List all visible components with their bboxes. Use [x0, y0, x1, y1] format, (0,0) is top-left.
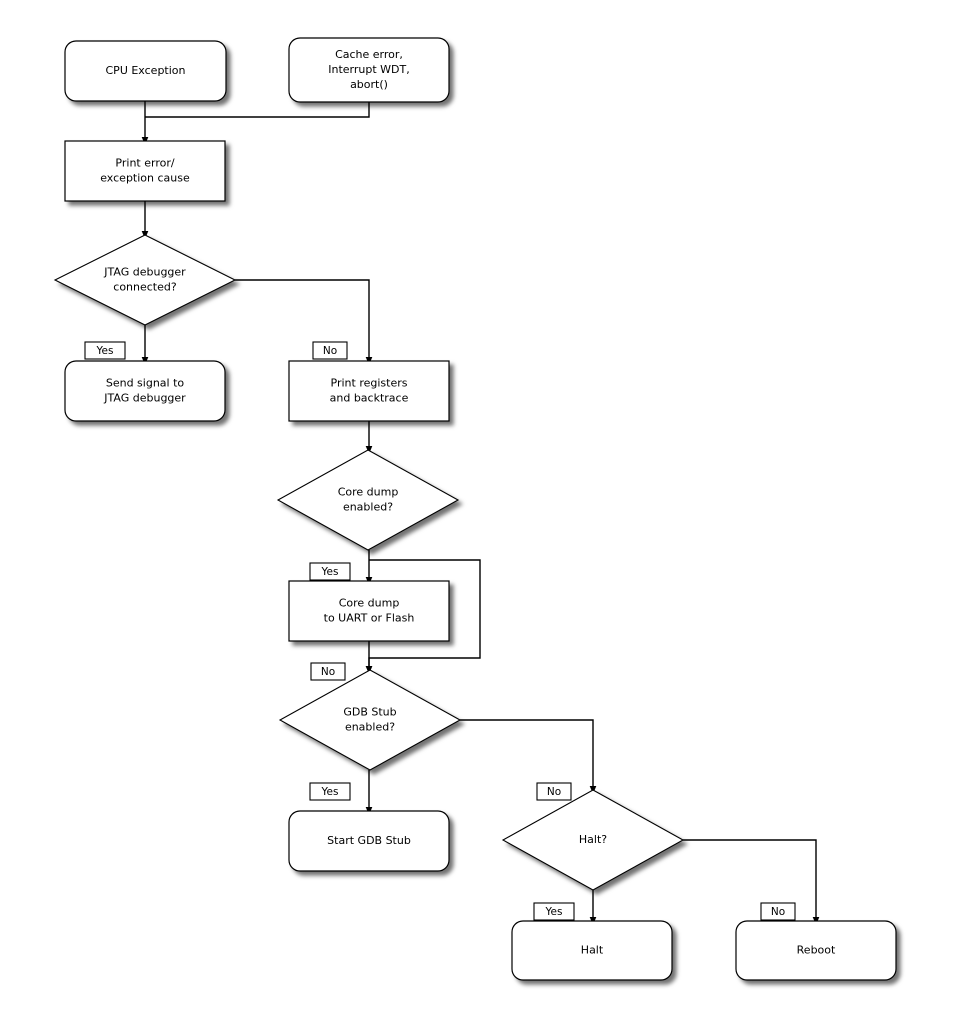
edge-label-text: No — [771, 906, 785, 918]
node-cpu_exception[interactable]: CPU Exception — [64, 40, 227, 102]
node-label: Halt — [581, 944, 604, 957]
edge-label-text: No — [323, 345, 337, 357]
edge-label-box — [536, 782, 572, 801]
node-print_error[interactable]: Print error/exception cause — [64, 140, 226, 202]
edge-label-box — [84, 341, 126, 360]
edge-label-box — [309, 562, 351, 581]
connector-e-gdb-no — [460, 719, 597, 795]
node-cache_error[interactable]: Cache error,Interrupt WDT,abort() — [288, 37, 450, 103]
decision-shape — [276, 449, 460, 551]
terminal-shape — [511, 920, 673, 981]
process-shape — [288, 580, 450, 642]
node-label: Start GDB Stub — [327, 834, 411, 847]
terminal-shape — [288, 810, 450, 872]
edge-label-text: Yes — [545, 906, 563, 918]
edges-layer — [141, 101, 820, 926]
edge-label-box — [312, 341, 348, 360]
edge-label-box — [309, 782, 351, 801]
edge-label-text: Yes — [321, 566, 339, 578]
edge-label-text: Yes — [96, 345, 114, 357]
nodes-layer: CPU Exception Cache error,Interrupt WDT,a… — [53, 37, 897, 981]
decision-shape — [501, 789, 685, 891]
node-halt_q[interactable]: Halt? — [501, 789, 685, 891]
terminal-shape — [735, 920, 897, 981]
node-start_gdbstub[interactable]: Start GDB Stub — [288, 810, 450, 872]
connector-e-jtag-no — [235, 279, 373, 366]
edge-label-halt_yes: Yes — [533, 902, 575, 921]
node-label: Reboot — [797, 944, 836, 957]
decision-shape — [278, 669, 462, 771]
node-label: Halt? — [579, 833, 607, 846]
terminal-shape — [64, 360, 226, 422]
process-shape — [64, 140, 226, 202]
terminal-shape — [64, 40, 227, 102]
node-reboot[interactable]: Reboot — [735, 920, 897, 981]
node-label: Cache error,Interrupt WDT,abort() — [328, 48, 409, 91]
process-shape — [288, 360, 450, 422]
edge-label-jtag_yes: Yes — [84, 341, 126, 360]
edge-label-box — [533, 902, 575, 921]
terminal-shape — [288, 37, 450, 103]
node-halt[interactable]: Halt — [511, 920, 673, 981]
edge-label-gdbstub_yes: Yes — [309, 782, 351, 801]
decision-shape — [53, 234, 237, 326]
connector-e-cache-to-merge — [145, 102, 370, 118]
edge-label-text: No — [547, 786, 561, 798]
edge-label-coredump_no: No — [310, 662, 346, 681]
node-label: Print error/exception cause — [100, 157, 190, 185]
connector-e-halt-no — [683, 839, 820, 926]
edge-label-text: Yes — [321, 786, 339, 798]
edge-label-box — [760, 902, 796, 921]
edge-label-coredump_yes: Yes — [309, 562, 351, 581]
edge-label-halt_no: No — [760, 902, 796, 921]
edge-label-jtag_no: No — [312, 341, 348, 360]
edge-label-gdbstub_no: No — [536, 782, 572, 801]
node-label: CPU Exception — [106, 64, 186, 77]
edge-label-box — [310, 662, 346, 681]
edge-label-text: No — [321, 666, 335, 678]
